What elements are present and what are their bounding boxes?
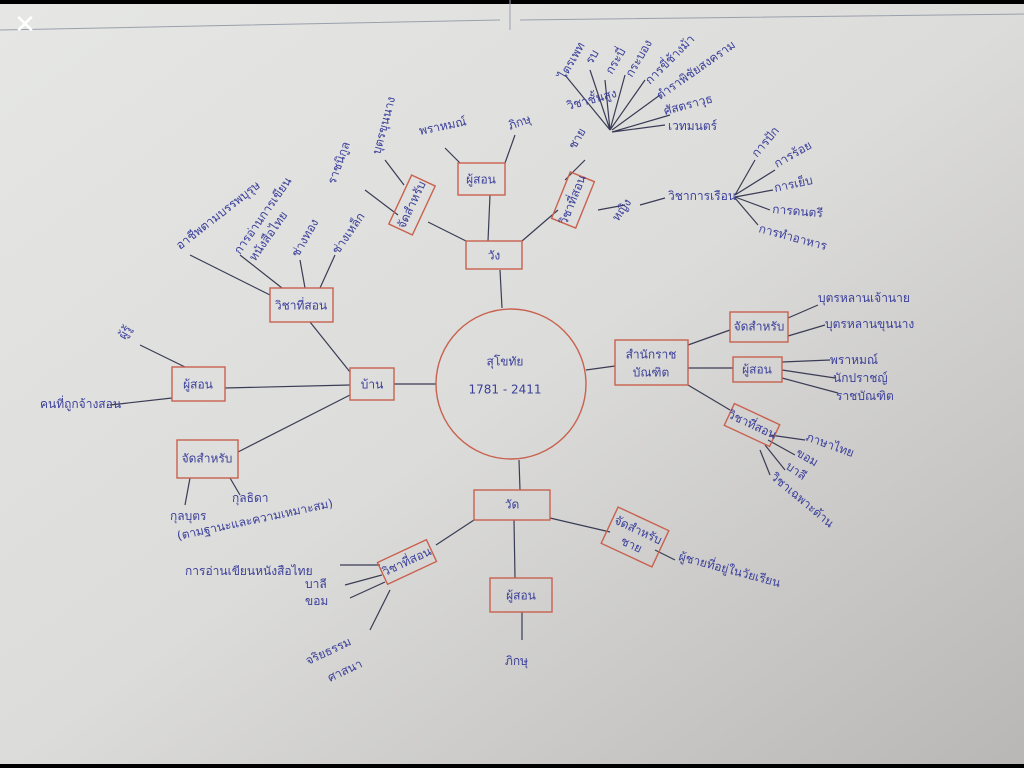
temple-teachers-box [489,577,553,613]
academy-subjects-box [723,402,781,448]
academy-box [614,339,689,386]
palace-male-item: รบ [582,47,601,66]
academy-teacher-item: ราชบัณฑิต [836,389,894,403]
home-teachers-label: ผู้สอน [183,378,213,393]
paper-fold [0,0,1024,31]
academy-audience-item: บุตรหลานขุนนาง [825,317,914,332]
palace-subjects-box [550,171,596,229]
academy-audience-label: จัดสำหรับ [734,320,785,334]
temple-teachers-label: ผู้สอน [506,589,536,604]
center-circle [435,308,587,460]
center-title: สุโขทัย [487,355,524,370]
temple-subjects-box [376,538,438,586]
close-button[interactable]: ✕ [10,10,40,40]
palace-audience-box [387,174,437,236]
palace-male-item: เวทมนตร์ [668,119,718,133]
home-teachers-box [171,366,226,402]
connector-lines [109,69,839,640]
home-subjects-label: วิชาที่สอน [275,297,328,313]
temple-box [473,489,551,521]
palace-teachers-box [457,162,506,196]
palace-female-item: การดนตรี [772,202,824,220]
temple-subject-item: การอ่านเขียนหนังสือไทย [185,564,313,578]
temple-subject-item: ขอม [305,594,328,608]
academy-audience-item: บุตรหลานเจ้านาย [818,291,910,306]
home-box [349,367,395,401]
close-icon[interactable]: ✕ [14,10,36,40]
palace-female-group: วิชาการเรือน [668,189,736,203]
palace-teachers-label: ผู้สอน [466,173,496,188]
temple-audience-box [600,506,670,568]
academy-teachers-label: ผู้สอน [742,363,772,378]
palace-label: วัง [488,249,501,263]
academy-label: สำนักราช [626,348,677,362]
temple-teacher-item: ภิกษุ [505,654,528,669]
academy-label: บัณฑิต [633,366,670,380]
academy-teacher-item: พราหมณ์ [830,353,878,367]
home-subjects-box [269,287,334,323]
paper-background [0,4,1024,764]
home-teacher-item: คนที่ถูกจ้างสอน [40,395,121,412]
home-label: บ้าน [361,378,384,392]
home-audience-box [176,439,239,479]
home-audience-item: กุลธิดา [232,491,268,506]
center-years: 1781 - 2411 [468,383,541,397]
temple-subject-item: บาลี [305,577,327,591]
temple-label: วัด [505,498,520,512]
home-audience-item: กุลบุตร [170,509,207,524]
academy-teacher-item: นักปราชญ์ [833,371,888,385]
palace-box [465,240,523,270]
academy-audience-box [729,311,789,343]
home-audience-label: จัดสำหรับ [182,452,233,466]
academy-teachers-box [732,356,783,383]
